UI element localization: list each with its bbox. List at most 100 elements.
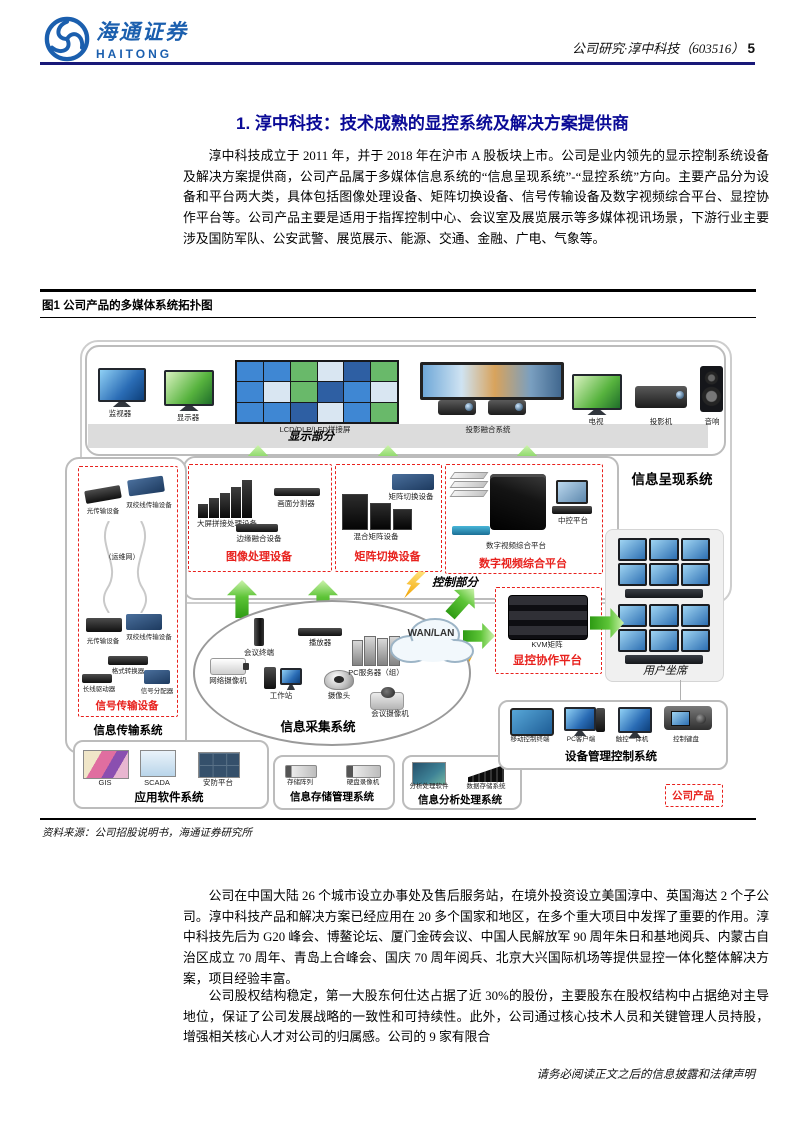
- codec-device-icon: [452, 526, 490, 535]
- device-label: 监视器: [108, 409, 132, 418]
- webcam-icon: [324, 670, 354, 690]
- workstation-tower-icon: [264, 667, 276, 689]
- digital-video-box: [445, 464, 603, 574]
- storage-array-icon: [285, 765, 317, 778]
- device-label: 数据存储系统: [466, 783, 506, 790]
- wan-lan-label: WAN/LAN: [407, 628, 455, 639]
- device-label: PC客户端: [566, 736, 596, 743]
- presentation-system-label: 信息呈现系统: [631, 472, 713, 487]
- dvr-icon: [346, 765, 381, 778]
- control-keyboard-icon: [664, 706, 712, 730]
- brand-name-cn: 海通证券: [96, 20, 188, 44]
- cable-lines: [102, 521, 148, 613]
- device-label: 双绞线传输设备: [126, 634, 172, 641]
- operator-console-icon: [618, 538, 710, 598]
- device-label: 长线驱动器: [82, 686, 116, 693]
- speaker-icon: [700, 366, 723, 412]
- video-wall-icon: [235, 360, 399, 424]
- gis-screenshot-icon: [83, 750, 129, 779]
- device-label: 硬盘录像机: [346, 779, 380, 786]
- central-control-icon: [552, 506, 592, 514]
- device-label: 信号分配器: [140, 688, 174, 695]
- hybrid-matrix-icon: [342, 494, 412, 530]
- format-converter-icon: [108, 656, 148, 665]
- tv-icon: [572, 374, 622, 410]
- transmission-region: [65, 457, 187, 754]
- device-label: 投影融合系统: [465, 425, 511, 434]
- collection-system-label: 信息采集系统: [280, 720, 356, 734]
- control-section-label: 控制部分: [432, 577, 478, 589]
- edge-blending-icon: [236, 524, 278, 532]
- connector-line: [680, 680, 681, 700]
- device-label: 会议终端: [244, 648, 274, 657]
- footer-disclaimer: 请务必阅读正文之后的信息披露和法律声明: [536, 1069, 756, 1081]
- analysis-software-icon: [412, 762, 446, 785]
- figure-source: 资料来源：公司招股说明书，海通证券研究所: [40, 818, 756, 843]
- device-label: 格式转换器: [111, 668, 145, 675]
- figure-caption: 图1 公司产品的多媒体系统拓扑图: [40, 289, 756, 318]
- splitter-icon: [274, 488, 320, 496]
- haitong-logo: 海通证券 HAITONG: [44, 16, 188, 62]
- device-label: 矩阵切换设备: [388, 492, 434, 501]
- cloud-icon: [390, 618, 474, 663]
- figure-1: 图1 公司产品的多媒体系统拓扑图 显示部分 监视器 显示器 LCD/DLP/LE…: [40, 289, 756, 843]
- signal-transmission-title: 信号传输设备: [95, 700, 159, 712]
- app-label: GIS: [98, 778, 112, 787]
- projector-device-icon: [635, 386, 687, 408]
- projector-icon: [488, 400, 526, 415]
- projector-icon: [438, 400, 476, 415]
- scada-screenshot-icon: [140, 750, 176, 777]
- workstation-screen-icon: [280, 668, 302, 685]
- device-label: 混合矩阵设备: [353, 532, 399, 541]
- device-label: 光传输设备: [86, 508, 120, 515]
- monitor-icon: [98, 368, 146, 402]
- app-software-label: 应用软件系统: [134, 792, 204, 804]
- report-category: 公司研究·淳中科技（603516）: [571, 41, 745, 56]
- device-label: 移动控制终端: [510, 736, 550, 743]
- app-label: SCADA: [144, 778, 170, 787]
- signal-transmission-box: [78, 466, 178, 717]
- image-processing-title: 图像处理设备: [226, 551, 292, 563]
- transmission-system-label: 信息传输系统: [93, 725, 163, 737]
- company-product-tag: [665, 784, 723, 807]
- device-label: 摄像头: [327, 691, 351, 700]
- app-label: 安防平台: [203, 778, 233, 787]
- operator-console-icon: [618, 604, 710, 664]
- signal-splitter-icon: [144, 670, 170, 684]
- storage-box: [273, 755, 395, 810]
- network-camera-icon: [210, 658, 249, 675]
- device-label: 边缘融合设备: [236, 534, 282, 543]
- device-label: 播放器: [308, 638, 332, 647]
- matrix-switch-box: [335, 464, 442, 572]
- matrix-switch-title: 矩阵切换设备: [354, 551, 421, 563]
- device-label: 画面分割器: [277, 499, 315, 508]
- device-label: 网络摄像机: [209, 676, 247, 685]
- touch-panel-icon: [618, 707, 652, 733]
- analysis-label: 信息分析处理系统: [418, 794, 502, 806]
- user-seat-label: 用户坐席: [643, 665, 687, 677]
- storage-label: 信息存储管理系统: [290, 791, 374, 803]
- header-divider: [40, 62, 755, 65]
- device-label: LCD/DLP/LED拼接屏: [279, 425, 351, 434]
- device-label: 会议摄像机: [371, 709, 409, 718]
- line-driver-icon: [82, 674, 112, 683]
- matrix-switcher-icon: [392, 474, 434, 490]
- device-label: 存储阵列: [287, 779, 313, 786]
- device-label: 显示器: [176, 413, 200, 422]
- conference-camera-icon: [370, 686, 404, 710]
- tablet-icon: [556, 480, 588, 504]
- security-screenshot-icon: [198, 752, 240, 778]
- twisted-pair-device-icon: [126, 614, 162, 630]
- pc-client-icon: [564, 707, 596, 731]
- player-icon: [298, 628, 342, 636]
- pc-tower-icon: [596, 708, 605, 732]
- device-label: 投影机: [649, 417, 673, 426]
- device-label: 触控一体机: [615, 736, 649, 743]
- image-processing-box: [188, 464, 332, 572]
- digital-video-title: 数字视频综合平台: [479, 558, 567, 570]
- display-section-label: 显示部分: [288, 431, 334, 443]
- header-report-label: 公司研究·淳中科技（603516） 5: [572, 38, 755, 57]
- device-label: 音响: [704, 417, 720, 426]
- body-paragraph-3: 公司股权结构稳定，第一大股东何仕达占据了近 30%的股份，主要股东在股权结构中占…: [183, 989, 769, 1045]
